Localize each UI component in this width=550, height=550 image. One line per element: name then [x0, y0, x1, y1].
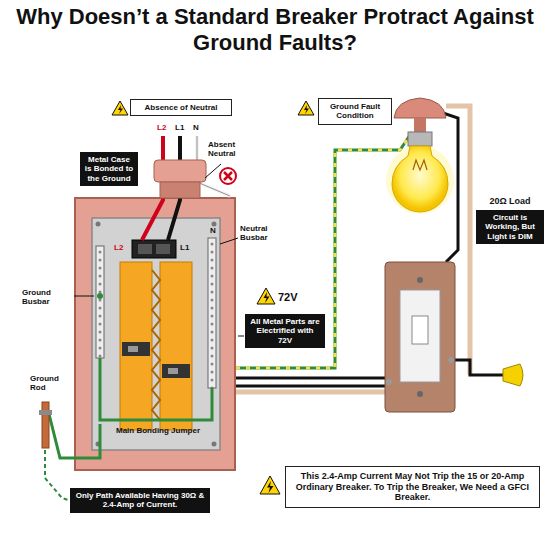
box-text: Metal Case is Bonded to the Ground	[84, 155, 134, 183]
absent-x	[220, 168, 236, 184]
hot-wire	[455, 360, 503, 375]
ground-wire	[216, 132, 412, 368]
leader-line	[220, 238, 238, 244]
light-fixture	[386, 98, 454, 214]
bolt-mark	[267, 481, 274, 493]
part-label: Ground Busbar	[22, 288, 72, 306]
service-cable	[154, 160, 206, 182]
ground-busbar	[97, 293, 103, 299]
ground-rod	[39, 402, 100, 500]
neutral-busbar	[208, 238, 216, 388]
bolt-mark	[264, 292, 270, 303]
ground-busbar	[96, 246, 104, 358]
bonding-jumper	[100, 358, 212, 420]
ground-wire	[216, 132, 412, 368]
bus-bars	[120, 262, 192, 430]
absent-x	[224, 172, 232, 180]
leader-line	[238, 336, 244, 337]
branch-breaker	[128, 346, 138, 352]
load-callout: 20Ω LoadCircuit is Working, But Light is…	[476, 196, 544, 244]
leader-line	[74, 164, 244, 336]
bus-bars	[152, 270, 160, 420]
part-label: N	[193, 123, 199, 132]
note-box: Only Path Available Having 30Ω & 2.4-Amp…	[70, 488, 210, 513]
metal-case	[212, 222, 217, 227]
branch-breaker	[162, 364, 190, 378]
light-fixture	[386, 146, 454, 214]
bus-bars	[160, 262, 192, 430]
bolt-mark	[118, 105, 123, 114]
warning-icon	[260, 476, 280, 494]
part-label: L1	[175, 123, 184, 132]
part-label: Absent Neutral	[208, 140, 252, 158]
light-switch	[448, 357, 454, 363]
ground-rod	[39, 410, 52, 415]
part-label: L2	[114, 243, 123, 252]
light-switch	[386, 379, 392, 385]
metal-case	[92, 218, 220, 450]
branch-breaker	[122, 342, 150, 356]
main-breaker	[156, 244, 170, 254]
bonding-jumper	[100, 358, 212, 420]
light-switch	[412, 316, 428, 344]
warning-icon	[257, 288, 275, 304]
wire-nut	[503, 364, 523, 386]
light-switch	[400, 290, 440, 382]
box-text: Ground Fault Condition	[323, 102, 387, 121]
light-fixture	[413, 160, 427, 170]
bus-bars	[120, 262, 152, 430]
warning-icon	[112, 101, 128, 115]
leader-line	[74, 296, 94, 297]
light-fixture	[414, 118, 426, 132]
ground-rod	[42, 402, 49, 448]
part-label: Neutral Busbar	[240, 224, 296, 242]
part-label: N	[210, 226, 216, 235]
ground-wire	[216, 132, 412, 368]
light-fixture	[408, 132, 432, 146]
box-text: All Metal Parts are Electrified with 72V	[249, 317, 321, 345]
note-box: Metal Case is Bonded to the Ground	[80, 152, 138, 186]
light-fixture	[392, 146, 448, 212]
main-breaker	[138, 244, 152, 254]
neutral-busbar	[208, 238, 216, 388]
warning-note: This 2.4-Amp Current May Not Trip the 15…	[285, 466, 540, 508]
ground-rod	[45, 450, 68, 500]
wire-nut	[503, 364, 523, 386]
ground-rod	[48, 410, 100, 458]
box-text: This 2.4-Amp Current May Not Trip the 15…	[292, 471, 533, 503]
leader-line	[205, 164, 221, 178]
part-label: Ground Rod	[30, 374, 70, 392]
light-fixture	[394, 98, 446, 118]
box-text: 20Ω Load	[476, 196, 544, 207]
service-cable	[160, 182, 200, 198]
part-label: L1	[180, 243, 189, 252]
light-switch	[385, 262, 455, 412]
light-switch	[385, 262, 455, 412]
branch-breaker	[122, 342, 190, 378]
main-breaker	[132, 240, 176, 258]
light-switch	[417, 391, 423, 397]
bolt-mark	[304, 105, 309, 114]
box-body: Circuit is Working, But Light is DIM	[476, 210, 544, 244]
absent-x	[220, 168, 236, 184]
box-text: Absence of Neutral	[135, 103, 227, 112]
box-text: Only Path Available Having 30Ω & 2.4-Amp…	[74, 491, 206, 510]
metal-case	[212, 442, 217, 447]
warning-icon	[298, 101, 314, 115]
note-box: All Metal Parts are Electrified with 72V	[245, 314, 325, 348]
light-switch	[417, 277, 423, 283]
ground-busbar	[96, 246, 104, 358]
part-label: L2	[157, 123, 166, 132]
metal-case	[96, 222, 101, 227]
cable-sheath	[235, 390, 385, 395]
part-label: Main Bonding Jumper	[106, 426, 210, 435]
callout-box: Ground Fault Condition	[318, 98, 392, 125]
main-breaker	[132, 240, 176, 258]
part-label: 72V	[278, 291, 298, 304]
branch-breaker	[168, 368, 178, 374]
warning-icon	[112, 101, 314, 494]
heading-box: Absence of Neutral	[130, 99, 232, 116]
title: Why Doesn’t a Standard Breaker Protract …	[10, 4, 540, 56]
